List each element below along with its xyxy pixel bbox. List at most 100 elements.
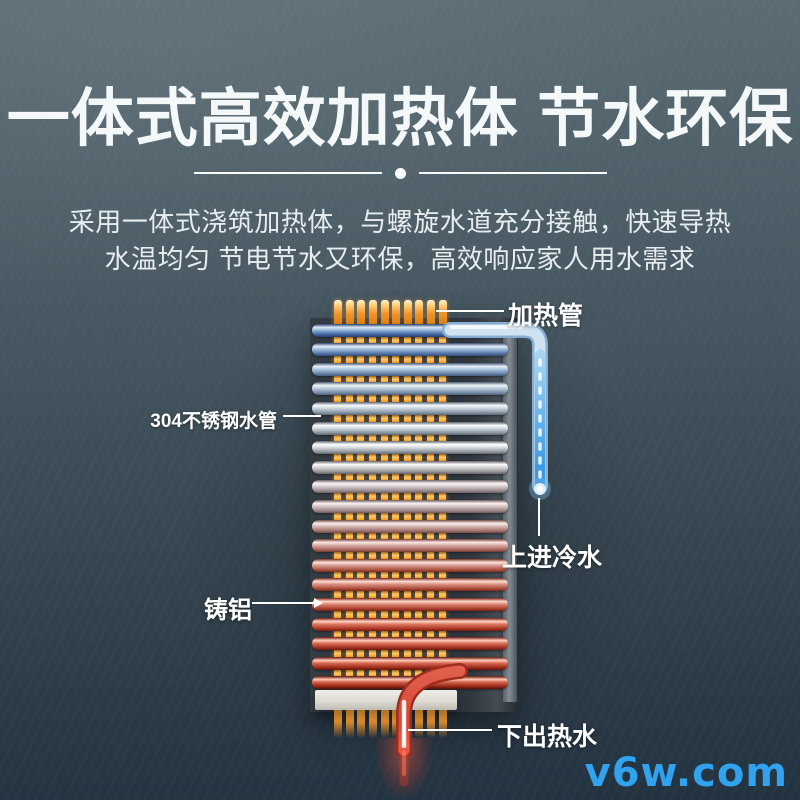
heater-rod-glow bbox=[392, 413, 399, 425]
heater-rod-glow bbox=[334, 649, 341, 661]
heater-rod-glow bbox=[345, 433, 353, 445]
heater-rod-glow bbox=[392, 649, 399, 661]
heater-rod-glow bbox=[369, 413, 377, 425]
heater-rod-glow bbox=[345, 413, 353, 425]
coil-tube-row bbox=[312, 637, 508, 651]
heater-rod-glow bbox=[415, 590, 423, 602]
heater-pin-bottom bbox=[345, 708, 354, 738]
heater-pin-top bbox=[392, 300, 400, 325]
heater-rod-glow bbox=[357, 492, 365, 504]
heater-rod-glow bbox=[345, 551, 353, 563]
divider-dot-icon bbox=[394, 167, 406, 179]
heater-rod-glow bbox=[345, 355, 353, 367]
heater-rod-glow bbox=[380, 433, 388, 445]
label-cast-aluminum: 铸铝 bbox=[204, 597, 252, 624]
heater-rod-glow bbox=[415, 413, 423, 425]
heater-rod-glow bbox=[345, 374, 353, 386]
heater-pin-bottom bbox=[357, 708, 366, 738]
heater-rod-glow bbox=[415, 531, 423, 543]
heater-pin-bottom bbox=[369, 708, 378, 738]
heater-rod-glow bbox=[345, 649, 353, 661]
heater-rod-glow bbox=[369, 374, 377, 386]
heater-rod-glow bbox=[427, 551, 435, 563]
heater-rod-glow bbox=[403, 374, 411, 386]
heater-rod-glow bbox=[392, 551, 399, 563]
heater-rod-glow bbox=[403, 394, 411, 406]
coil-tube-row bbox=[312, 499, 508, 513]
heater-rod-glow bbox=[357, 453, 365, 465]
heater-rod-glow bbox=[369, 570, 377, 582]
heater-rod-glow bbox=[334, 531, 341, 543]
leader-cast-aluminum bbox=[252, 602, 314, 604]
heater-rod-glow bbox=[415, 511, 423, 523]
divider-line-right bbox=[418, 172, 607, 174]
title-divider bbox=[0, 162, 800, 184]
heater-rod-glow bbox=[357, 335, 365, 347]
heater-rod-glow bbox=[392, 590, 399, 602]
heater-pin-top bbox=[403, 300, 412, 325]
heater-rod-glow bbox=[427, 335, 435, 347]
heater-rod-glow bbox=[369, 551, 377, 563]
hot-outlet-glow bbox=[376, 738, 432, 798]
heater-rod-glow bbox=[345, 629, 353, 641]
heater-rod-glow bbox=[357, 433, 365, 445]
heater-rod-glow bbox=[427, 374, 435, 386]
leader-heating-tube bbox=[436, 310, 504, 312]
heater-pin-top bbox=[438, 300, 447, 325]
heater-rod-glow bbox=[415, 374, 423, 386]
heater-rod-glow bbox=[438, 492, 446, 504]
heater-rod-glow bbox=[415, 433, 423, 445]
heater-rod-glow bbox=[438, 511, 446, 523]
heater-rod-glow bbox=[357, 551, 365, 563]
heater-rod-glow bbox=[380, 629, 388, 641]
arrow-head-icon bbox=[314, 598, 323, 608]
heater-rod-glow bbox=[357, 413, 365, 425]
heater-rod-glow bbox=[403, 433, 411, 445]
heater-rod-glow bbox=[345, 668, 353, 680]
heater-rod-glow bbox=[392, 374, 399, 386]
heater-rod-glow bbox=[438, 570, 446, 582]
heater-rod-glow bbox=[345, 570, 353, 582]
label-cold-water-in: 上进冷水 bbox=[502, 544, 603, 572]
coil-tube-row bbox=[312, 480, 508, 494]
watermark: v6w.com bbox=[584, 750, 788, 796]
heater-rod-glow bbox=[369, 335, 377, 347]
heater-rod-glow bbox=[334, 472, 341, 484]
heater-rod-glow bbox=[415, 335, 423, 347]
heater-rod-glow bbox=[427, 511, 435, 523]
heater-rod-glow bbox=[345, 394, 353, 406]
heater-rod-glow bbox=[369, 433, 377, 445]
heater-rod-glow bbox=[403, 453, 411, 465]
heater-rod-glow bbox=[380, 668, 388, 680]
heater-rod-glow bbox=[392, 609, 399, 621]
heater-rod-glow bbox=[334, 590, 341, 602]
heater-rod-glow bbox=[392, 668, 399, 680]
heater-rod-glow bbox=[427, 413, 435, 425]
heater-rod-glow bbox=[427, 394, 435, 406]
heater-rod-glow bbox=[415, 551, 423, 563]
heater-rod-glow bbox=[334, 394, 341, 406]
heater-rod-glow bbox=[427, 649, 435, 661]
heater-pin-bottom bbox=[403, 708, 412, 738]
coil-tube-row bbox=[312, 421, 508, 435]
label-hot-water-out: 下出热水 bbox=[497, 723, 598, 751]
heater-rod-glow bbox=[369, 511, 377, 523]
coil-tube-row bbox=[312, 362, 508, 376]
heater-pin-bottom bbox=[415, 708, 424, 738]
heater-rod-glow bbox=[403, 472, 411, 484]
heater-rod-glow bbox=[380, 492, 388, 504]
heater-rod-glow bbox=[334, 335, 341, 347]
heater-rod-glow bbox=[369, 472, 377, 484]
heater-rod-glow bbox=[392, 394, 399, 406]
heater-rod-glow bbox=[380, 453, 388, 465]
heater-rod-glow bbox=[403, 590, 411, 602]
description-line-2: 水温均匀 节电节水又环保，高效响应家人用水需求 bbox=[104, 244, 696, 274]
heater-rod-glow bbox=[380, 570, 388, 582]
heater-rod-glow bbox=[415, 355, 423, 367]
heater-rod-glow bbox=[438, 531, 446, 543]
heater-rod-glow bbox=[392, 355, 399, 367]
heater-rod-glow bbox=[369, 649, 377, 661]
heater-pin-top bbox=[427, 300, 436, 325]
heater-rod-glow bbox=[392, 335, 399, 347]
heater-rod-glow bbox=[427, 590, 435, 602]
